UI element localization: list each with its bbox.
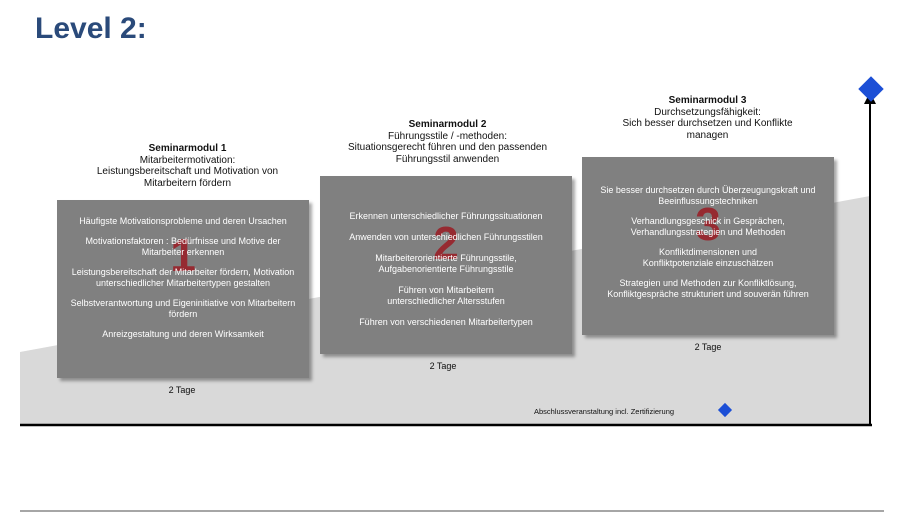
module-1-subtitle-1: Mitarbeitermotivation: (139, 154, 236, 166)
module-3-item: Verhandlungsgeschick in Gesprächen, Verh… (630, 216, 786, 237)
page-title: Level 2: (35, 12, 147, 45)
module-1-item: Häufigste Motivationsprobleme und deren … (79, 216, 287, 226)
module-2-item: Anwenden von unterschiedlichen Führungss… (349, 232, 543, 242)
module-3-subtitle-3: managen (686, 129, 729, 141)
module-2-subtitle-3: Führungsstil anwenden (395, 153, 500, 165)
module-2-box: 2 Erkennen unterschiedlicher Führungssit… (320, 176, 572, 354)
module-2-item: Mitarbeiterorientierte Führungsstile, Au… (375, 253, 517, 274)
module-1-subtitle-2: Leistungsbereitschaft und Motivation von (96, 166, 279, 177)
module-3-item: Sie besser durchsetzen durch Überzeugung… (600, 185, 816, 206)
module-2-item: Führen von verschiedenen Mitarbeitertype… (359, 317, 533, 327)
module-2-duration: 2 Tage (429, 361, 457, 371)
module-3-heading: Seminarmodul 3 (668, 95, 747, 106)
module-3-item: Strategien und Methoden zur Konfliktlösu… (607, 278, 809, 299)
module-1-subtitle-3: Mitarbeitern fördern (143, 177, 232, 189)
module-1-item: Leistungsbereitschaft der Mitarbeiter fö… (71, 267, 295, 288)
module-1-duration: 2 Tage (168, 385, 196, 395)
module-1-heading: Seminarmodul 1 (148, 143, 227, 154)
module-1-item: Anreizgestaltung und deren Wirksamkeit (102, 329, 264, 339)
module-3-header: Seminarmodul 3 Durchsetzungsfähigkeit: S… (595, 95, 820, 141)
module-3-item: Konfliktdimensionen und Konfliktpotenzia… (642, 247, 774, 268)
module-3-number: 3 (695, 198, 721, 250)
module-2-header: Seminarmodul 2 Führungsstile / -methoden… (335, 119, 560, 165)
module-1-box: 1 Häufigste Motivationsprobleme und dere… (57, 200, 309, 378)
final-event-label: Abschlussveranstaltung incl. Zertifizier… (534, 407, 675, 416)
module-3-subtitle-1: Durchsetzungsfähigkeit: (654, 106, 761, 118)
module-1-item: Selbstverantwortung und Eigeninitiative … (70, 298, 296, 319)
module-2-heading: Seminarmodul 2 (408, 119, 487, 130)
module-2-item: Erkennen unterschiedlicher Führungssitua… (349, 211, 543, 221)
module-2-item: Führen von Mitarbeitern unterschiedliche… (387, 285, 505, 306)
module-2-subtitle-2: Situationsgerecht führen und den passend… (347, 142, 548, 153)
module-3-box: 3 Sie besser durchsetzen durch Überzeugu… (582, 157, 834, 335)
module-3-subtitle-2: Sich besser durchsetzen und Konflikte (622, 118, 793, 129)
module-1-item: Motivationsfaktoren : Bedürfnisse und Mo… (85, 236, 281, 257)
module-3-duration: 2 Tage (694, 342, 722, 352)
module-1-header: Seminarmodul 1 Mitarbeitermotivation: Le… (80, 143, 295, 189)
module-2-subtitle-1: Führungsstile / -methoden: (388, 130, 507, 142)
